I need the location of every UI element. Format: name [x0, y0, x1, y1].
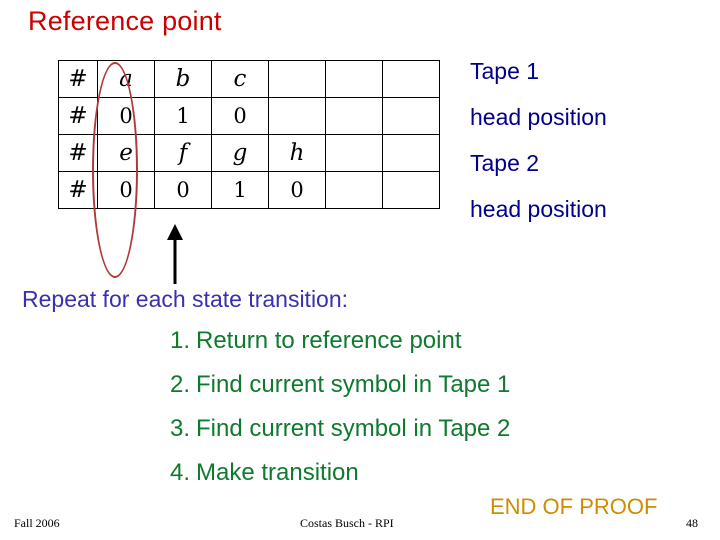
tape2-label: Tape 2 — [470, 150, 540, 176]
step-text: Make transition — [196, 459, 359, 486]
tape-cell: 0 — [154, 171, 212, 209]
tape-cell — [268, 60, 326, 98]
tape-cell: g — [211, 134, 269, 172]
step-number: 2. — [170, 371, 191, 398]
step-text: Find current symbol in Tape 2 — [196, 415, 511, 442]
step-number: 1. — [170, 327, 191, 354]
step-number: 3. — [170, 415, 191, 442]
tape-cell — [268, 97, 326, 135]
tape-cell: 1 — [211, 171, 269, 209]
tape-cell: b — [154, 60, 212, 98]
step-number: 4. — [170, 459, 191, 486]
tape-cell: h — [268, 134, 326, 172]
page-title: Reference point — [28, 6, 222, 36]
tape-cell — [325, 171, 383, 209]
list-item: 1.Return to reference point — [170, 327, 462, 355]
list-item: 3.Find current symbol in Tape 2 — [170, 415, 510, 443]
tape-cell — [325, 60, 383, 98]
step-text: Find current symbol in Tape 1 — [196, 371, 511, 398]
reference-point-ellipse — [92, 62, 138, 278]
end-of-proof-label: END OF PROOF — [490, 494, 658, 519]
list-item: 4.Make transition — [170, 459, 359, 487]
footer-page-number: 48 — [686, 516, 698, 530]
tape-cell — [382, 60, 440, 98]
tape-cell: f — [154, 134, 212, 172]
table-row: # a b c — [58, 60, 440, 98]
tape1-label: Tape 1 — [470, 58, 540, 84]
tape-cell — [325, 134, 383, 172]
tape-cell — [382, 171, 440, 209]
list-item: 2.Find current symbol in Tape 1 — [170, 371, 510, 399]
tape-cell — [382, 134, 440, 172]
tape-cell — [325, 97, 383, 135]
tape-cell: 0 — [268, 171, 326, 209]
footer-date: Fall 2006 — [14, 516, 60, 530]
tape1-head-position-label: head position — [470, 104, 607, 130]
tape-cell: # — [58, 60, 98, 98]
tape-cell: 1 — [154, 97, 212, 135]
tape-cell: 0 — [211, 97, 269, 135]
footer-author: Costas Busch - RPI — [300, 516, 394, 530]
tape2-head-position-label: head position — [470, 196, 607, 222]
tape-cell: # — [58, 97, 98, 135]
tape-cell — [382, 97, 440, 135]
up-arrow-icon — [167, 224, 183, 284]
repeat-instruction: Repeat for each state transition: — [22, 286, 349, 312]
step-text: Return to reference point — [196, 327, 462, 354]
tape-cell: c — [211, 60, 269, 98]
